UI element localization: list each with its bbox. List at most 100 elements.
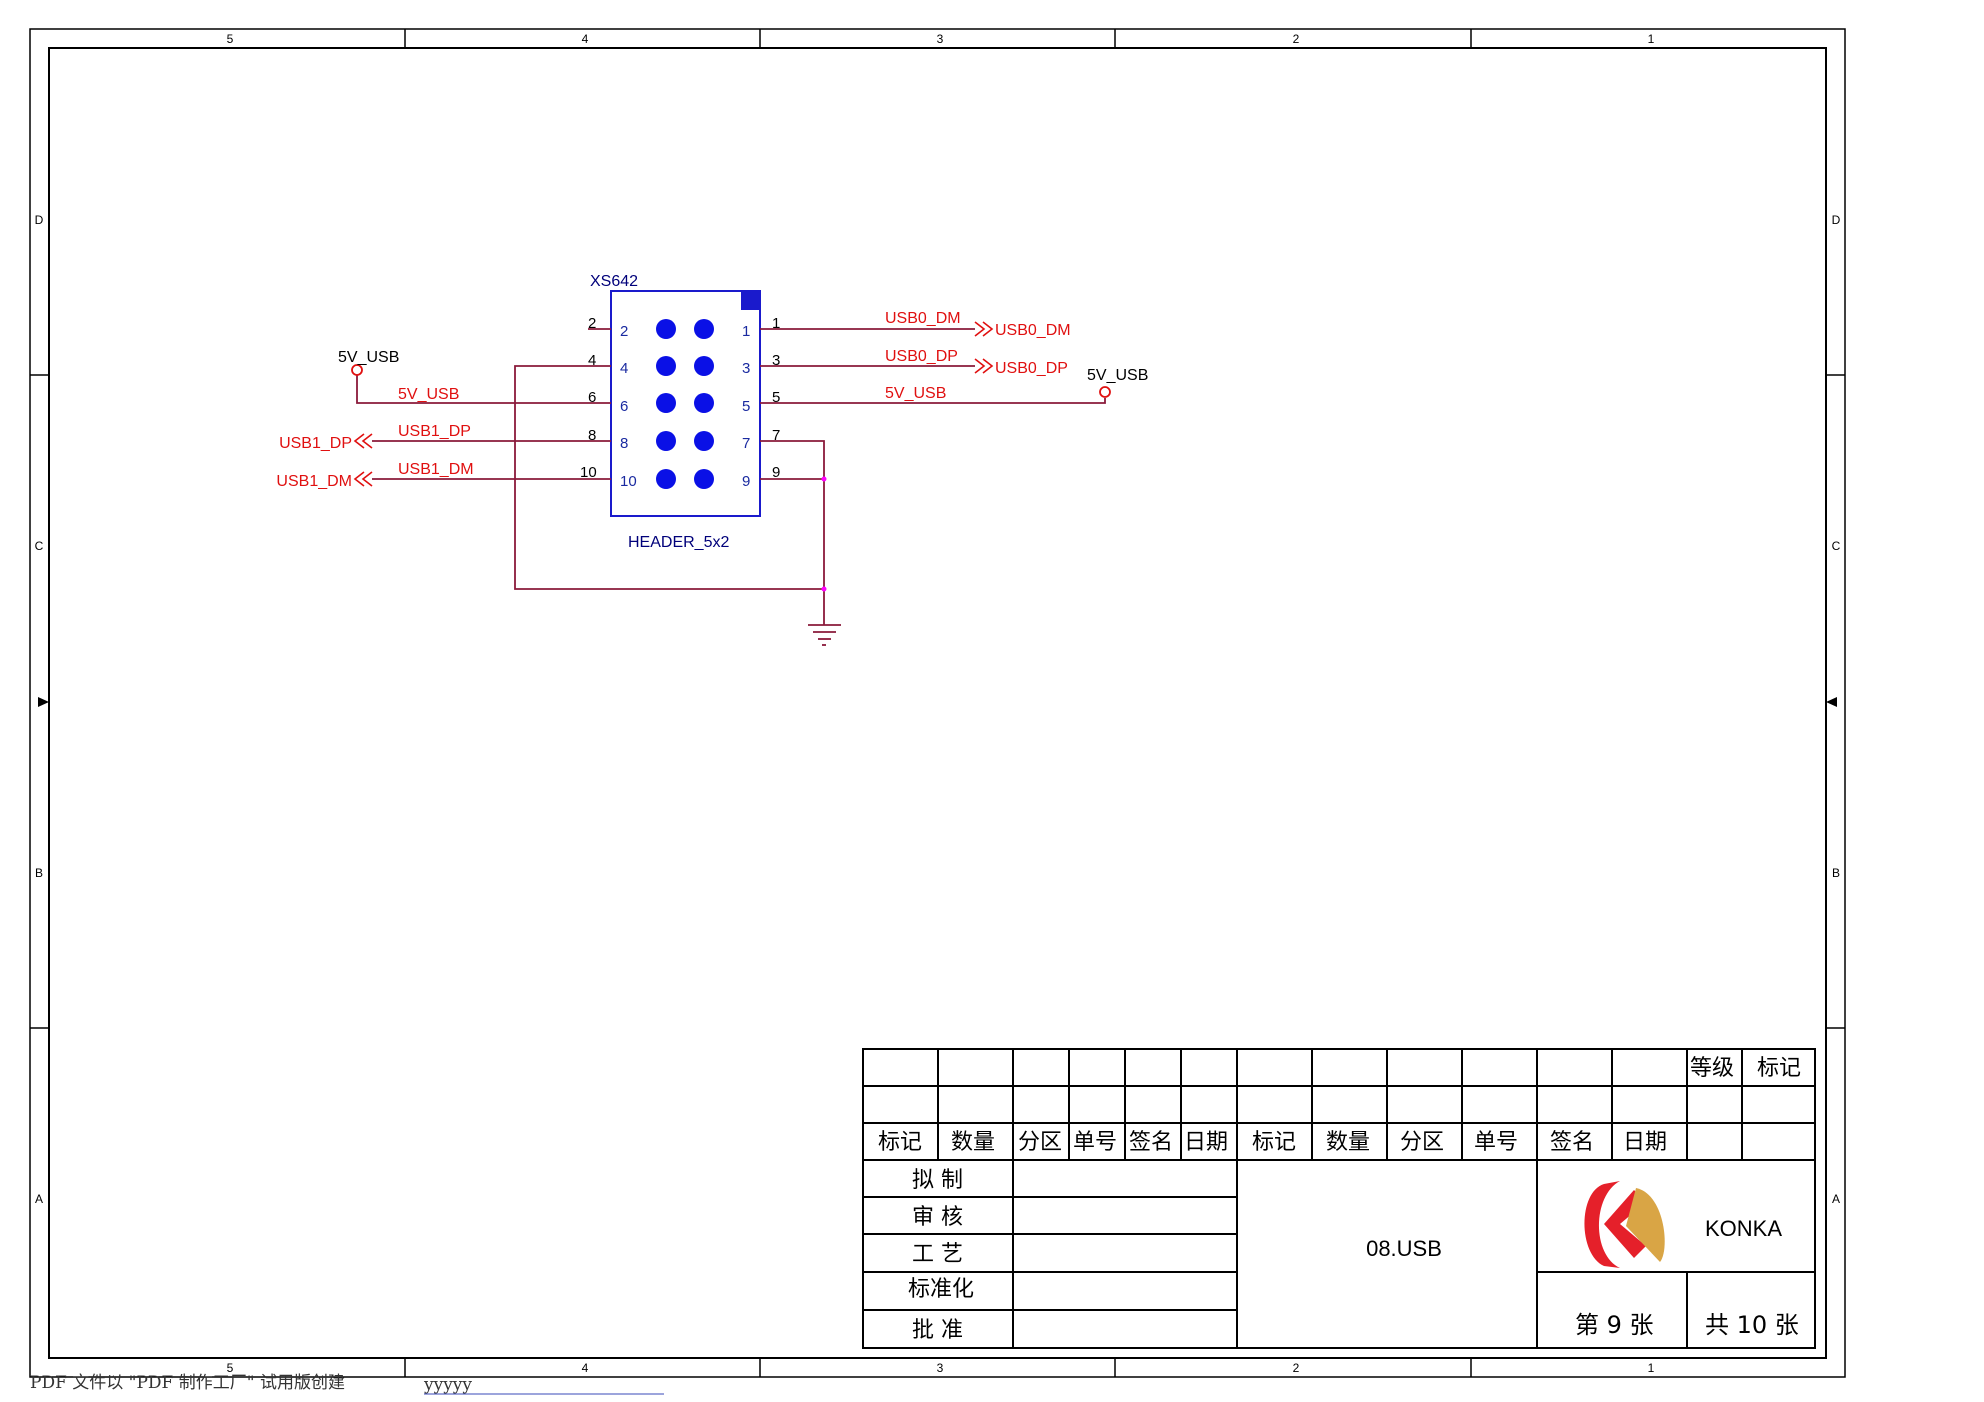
wires [356, 328, 1106, 625]
svg-text:4: 4 [620, 360, 628, 377]
svg-text:3: 3 [742, 360, 750, 377]
svg-text:9: 9 [742, 473, 750, 490]
svg-text:B: B [1832, 866, 1840, 880]
port-usb1-dp: USB1_DP [279, 435, 352, 452]
svg-text:2: 2 [620, 323, 628, 340]
center-mark-left [38, 697, 49, 707]
svg-text:1: 1 [1648, 32, 1655, 46]
svg-text:5: 5 [227, 1361, 234, 1375]
header-5x2-component[interactable]: 2 4 6 8 10 1 3 5 7 9 2 4 6 8 10 1 3 5 7 … [580, 273, 780, 551]
svg-text:1: 1 [772, 315, 780, 332]
power-port-icon [1099, 386, 1111, 398]
svg-text:A: A [1832, 1192, 1840, 1206]
svg-text:分区: 分区 [1400, 1130, 1444, 1155]
sheet-total: 共 10 张 [1705, 1311, 1799, 1339]
svg-text:B: B [35, 866, 43, 880]
svg-text:6: 6 [588, 389, 596, 406]
svg-text:C: C [1832, 539, 1841, 553]
svg-text:6: 6 [620, 398, 628, 415]
svg-text:4: 4 [588, 352, 596, 369]
net-label-usb0-dm: USB0_DM [885, 310, 961, 327]
svg-text:3: 3 [937, 1361, 944, 1375]
component-value: HEADER_5x2 [628, 534, 729, 551]
svg-text:标准化: 标准化 [908, 1277, 974, 1302]
svg-text:7: 7 [742, 435, 750, 452]
svg-text:3: 3 [937, 32, 944, 46]
svg-text:2: 2 [1293, 1361, 1300, 1375]
inner-frame [48, 47, 1827, 1359]
approval-roles: 拟 制 审 核 工 艺 标准化 批 准 [908, 1168, 974, 1343]
port-usb0-dp: USB0_DP [995, 360, 1068, 377]
svg-text:单号: 单号 [1073, 1130, 1117, 1155]
svg-text:3: 3 [772, 352, 780, 369]
column-labels-top: 5 4 3 2 1 [227, 32, 1655, 46]
mark-label: 标记 [1757, 1056, 1801, 1081]
svg-text:5: 5 [227, 32, 234, 46]
svg-text:1: 1 [742, 323, 750, 340]
svg-text:分区: 分区 [1018, 1130, 1062, 1155]
net-label-usb1-dp: USB1_DP [398, 423, 471, 440]
port-usb1-dm: USB1_DM [276, 473, 352, 490]
svg-text:5: 5 [772, 389, 780, 406]
net-label-5v-right: 5V_USB [885, 385, 946, 402]
svg-text:签名: 签名 [1129, 1130, 1173, 1155]
port-arrows [353, 321, 994, 487]
column-labels-bottom: 5 4 3 2 1 [227, 1361, 1655, 1375]
svg-text:C: C [35, 539, 44, 553]
center-mark-right [1826, 697, 1837, 707]
svg-text:8: 8 [588, 427, 596, 444]
grade-label: 等级 [1690, 1056, 1734, 1081]
drawing-title: 08.USB [1366, 1236, 1442, 1261]
outer-frame [29, 28, 1846, 1378]
zone-dividers [30, 29, 1845, 1377]
svg-text:审 核: 审 核 [912, 1205, 963, 1230]
svg-text:5: 5 [742, 398, 750, 415]
svg-text:D: D [35, 213, 44, 227]
konka-logo-icon [1584, 1181, 1665, 1268]
svg-text:7: 7 [772, 427, 780, 444]
ground-icon [808, 624, 841, 646]
power-label-left: 5V_USB [338, 349, 399, 366]
svg-text:9: 9 [772, 464, 780, 481]
svg-text:2: 2 [588, 315, 596, 332]
svg-text:批 准: 批 准 [912, 1318, 963, 1343]
svg-text:1: 1 [1648, 1361, 1655, 1375]
net-label-usb0-dp: USB0_DP [885, 348, 958, 365]
svg-text:2: 2 [1293, 32, 1300, 46]
svg-text:A: A [35, 1192, 43, 1206]
junction [821, 586, 827, 592]
svg-text:数量: 数量 [1326, 1130, 1370, 1155]
svg-text:8: 8 [620, 435, 628, 452]
svg-text:10: 10 [580, 464, 597, 481]
component-refdes: XS642 [590, 273, 638, 290]
company-name: KONKA [1705, 1216, 1782, 1241]
revision-headers: 标记 数量 分区 单号 签名 日期 标记 数量 分区 单号 签名 日期 [878, 1130, 1667, 1155]
svg-text:标记: 标记 [878, 1130, 922, 1155]
port-usb0-dm: USB0_DM [995, 322, 1071, 339]
sheet-number: 第 9 张 [1575, 1311, 1654, 1339]
net-label-usb1-dm: USB1_DM [398, 461, 474, 478]
svg-text:签名: 签名 [1550, 1130, 1594, 1155]
svg-text:日期: 日期 [1623, 1130, 1667, 1155]
title-block-grid [862, 1048, 1816, 1349]
svg-text:标记: 标记 [1252, 1130, 1296, 1155]
svg-text:10: 10 [620, 473, 637, 490]
svg-text:工 艺: 工 艺 [912, 1242, 963, 1267]
pin1-marker [741, 291, 760, 310]
net-label-5v-left: 5V_USB [398, 386, 459, 403]
power-label-right: 5V_USB [1087, 367, 1148, 384]
watermark-text: PDF 文件以 "PDF 制作工厂" 试用版创建 [30, 1373, 345, 1393]
svg-text:单号: 单号 [1474, 1130, 1518, 1155]
svg-text:日期: 日期 [1184, 1130, 1228, 1155]
watermark-link[interactable]: yyyyy [423, 1375, 472, 1395]
svg-text:D: D [1832, 213, 1841, 227]
svg-text:拟 制: 拟 制 [912, 1168, 963, 1193]
row-labels-left: D C B A [35, 213, 44, 1206]
svg-text:4: 4 [582, 32, 589, 46]
junction [821, 476, 827, 482]
power-port-icon [351, 364, 363, 376]
pin-dots [656, 319, 714, 489]
svg-text:数量: 数量 [951, 1130, 995, 1155]
row-labels-right: D C B A [1832, 213, 1841, 1206]
